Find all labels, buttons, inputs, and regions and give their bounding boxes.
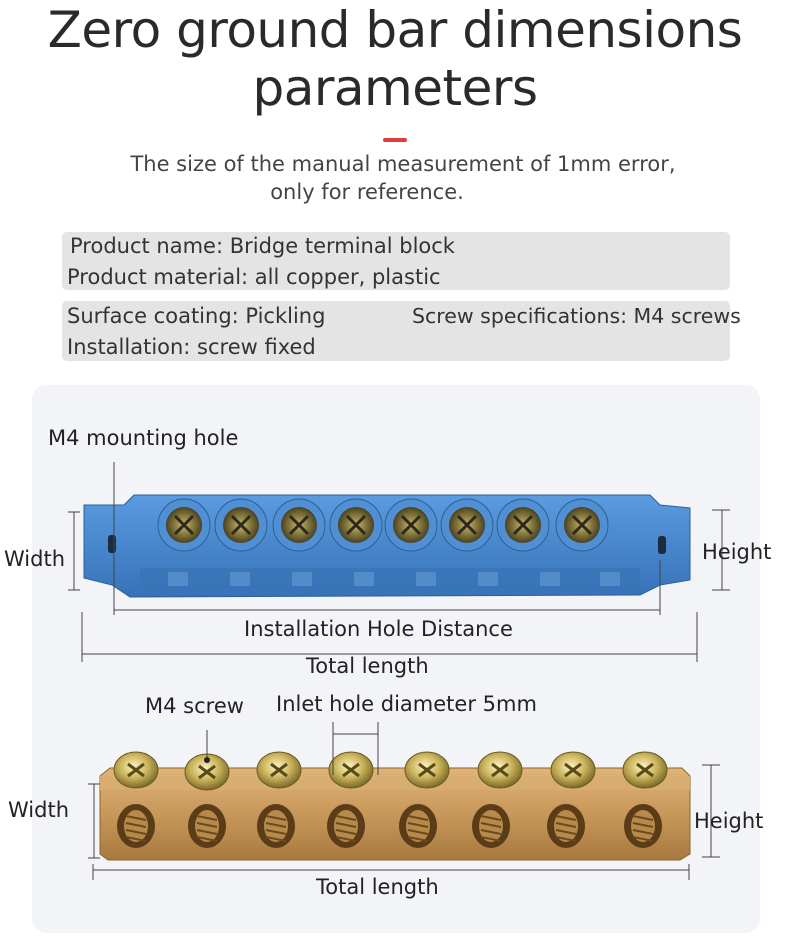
- brass-terminal-bar: [99, 751, 691, 861]
- spec-installation: Installation: screw fixed: [67, 335, 316, 359]
- brass-bar-side-holes: [117, 804, 662, 848]
- title-accent-divider: [383, 138, 407, 142]
- spec-box-primary: [62, 232, 730, 290]
- label-blue-total-length: Total length: [306, 654, 429, 678]
- brass-bar-screw-heads: [113, 751, 668, 791]
- spec-box-secondary: [62, 301, 730, 361]
- spec-product-name: Product name: Bridge terminal block: [70, 234, 455, 258]
- label-blue-height: Height: [702, 540, 772, 564]
- label-brass-height: Height: [694, 809, 764, 833]
- label-installation-hole-distance: Installation Hole Distance: [244, 617, 513, 641]
- brass-bar-dimension-lines: [88, 722, 720, 880]
- label-brass-total-length: Total length: [316, 875, 439, 899]
- label-brass-width: Width: [8, 798, 70, 822]
- mounting-hole-left: [108, 535, 116, 553]
- label-m4-mounting-hole: M4 mounting hole: [48, 426, 239, 450]
- mounting-hole-right: [658, 536, 666, 554]
- blue-bar-screw-sockets: [157, 498, 609, 552]
- blue-bar-dimension-lines: [68, 462, 730, 662]
- spec-product-material: Product material: all copper, plastic: [67, 265, 441, 289]
- spec-surface-coating: Surface coating: Pickling: [67, 304, 326, 328]
- page-title-line-1: Zero ground bar dimensions: [47, 1, 743, 59]
- label-inlet-hole-diameter: Inlet hole diameter 5mm: [276, 692, 537, 716]
- label-blue-width: Width: [4, 547, 66, 571]
- spec-screw-specifications: Screw specifications: M4 screws: [412, 304, 741, 328]
- subtitle-line-1: The size of the manual measurement of 1m…: [130, 152, 676, 176]
- label-m4-screw: M4 screw: [145, 694, 244, 718]
- page-title-line-2: parameters: [252, 59, 538, 117]
- blue-terminal-bar: [83, 494, 691, 598]
- subtitle-line-2: only for reference.: [270, 180, 464, 204]
